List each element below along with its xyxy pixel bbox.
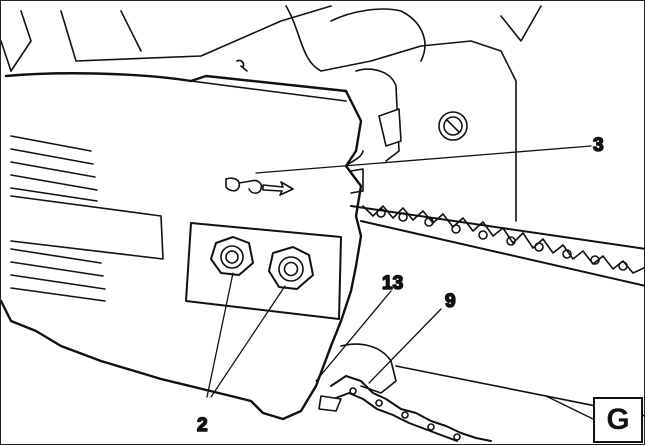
callout-13: 13 xyxy=(382,273,403,294)
sprocket-cover xyxy=(1,72,364,421)
bar-nut-left xyxy=(210,236,254,276)
leader-13 xyxy=(315,290,392,382)
callout-3: 3 xyxy=(593,135,604,156)
callout-2: 2 xyxy=(197,415,208,436)
leader-2a xyxy=(206,272,234,398)
leader-lines xyxy=(206,145,594,420)
bar-nut-right xyxy=(268,246,314,290)
leader-9 xyxy=(368,308,442,384)
leader-2b xyxy=(210,285,286,398)
callout-9: 9 xyxy=(445,291,456,312)
engine-housing xyxy=(1,5,542,222)
figure-letter-box: G xyxy=(593,397,643,443)
leader-3 xyxy=(255,145,592,174)
guide-bar-chain xyxy=(350,168,645,287)
figure-letter: G xyxy=(606,403,630,436)
leader-g xyxy=(545,395,594,420)
